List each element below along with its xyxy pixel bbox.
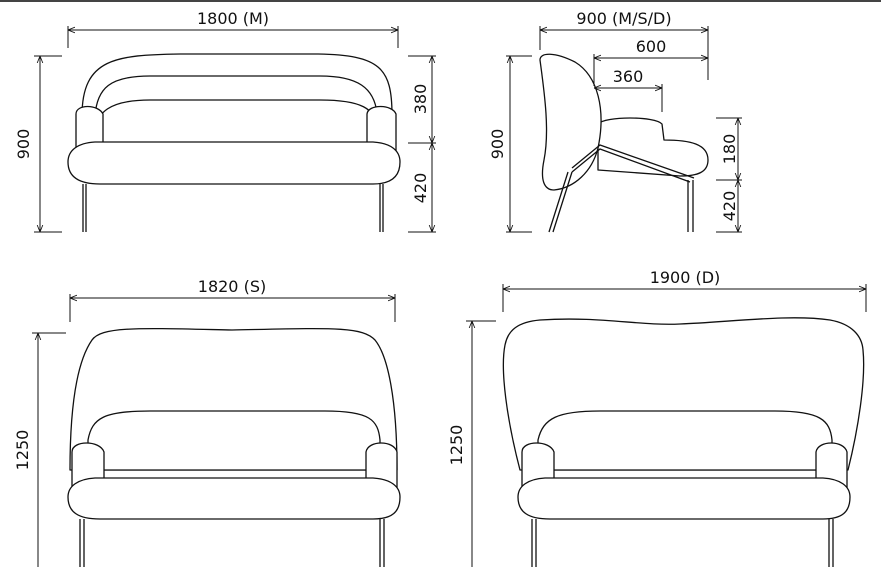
- leg-side: [548, 171, 694, 233]
- width-label-d: 1900 (D): [650, 268, 721, 287]
- back-cushion-d: [537, 410, 833, 471]
- dimension-width-m: 1800 (M): [67, 9, 399, 48]
- dimension-width-d: 1900 (D): [502, 268, 867, 312]
- height-label-s: 1250: [13, 430, 32, 471]
- top-rule: [0, 0, 881, 2]
- leg-s: [79, 519, 385, 567]
- width-label-s: 1820 (S): [198, 277, 266, 296]
- dimension-height-side: 900: [488, 55, 532, 233]
- height-label-d: 1250: [447, 425, 466, 466]
- dimension-height-s: 1250: [13, 332, 66, 567]
- dimension-depth: 900 (M/S/D) 600 360: [539, 9, 709, 112]
- seat-label-side: 420: [720, 191, 739, 222]
- seat-height-label: 420: [411, 173, 430, 204]
- dimension-height-m: 900: [14, 55, 62, 233]
- height-label-side: 900: [488, 129, 507, 160]
- back-shell-side: [539, 53, 602, 191]
- seat-cushion-s: [67, 477, 401, 520]
- height-label: 900: [14, 129, 33, 160]
- dimension-back-m: 380 420: [408, 55, 436, 233]
- depth3-label: 360: [613, 67, 644, 86]
- sofa-front-deep: [502, 317, 865, 567]
- width-label: 1800 (M): [197, 9, 269, 28]
- back-label-side: 180: [720, 134, 739, 165]
- leg: [82, 184, 384, 232]
- frame-side: [571, 144, 695, 183]
- sofa-side: [539, 53, 709, 233]
- back-cushion-s: [87, 410, 381, 471]
- seat-cushion: [67, 141, 401, 185]
- sofa-front-medium: [67, 53, 401, 232]
- dimension-back-side: 180 420: [716, 117, 742, 233]
- back-height-label: 380: [411, 84, 430, 115]
- seat-cushion-side: [597, 117, 709, 177]
- depth-label: 900 (M/S/D): [576, 9, 671, 28]
- leg-d: [531, 519, 834, 567]
- seat-cushion-d: [517, 477, 851, 520]
- dimension-height-d: 1250: [447, 320, 496, 567]
- dimension-width-s: 1820 (S): [69, 277, 396, 322]
- depth2-label: 600: [636, 37, 667, 56]
- sofa-front-small: [67, 327, 401, 567]
